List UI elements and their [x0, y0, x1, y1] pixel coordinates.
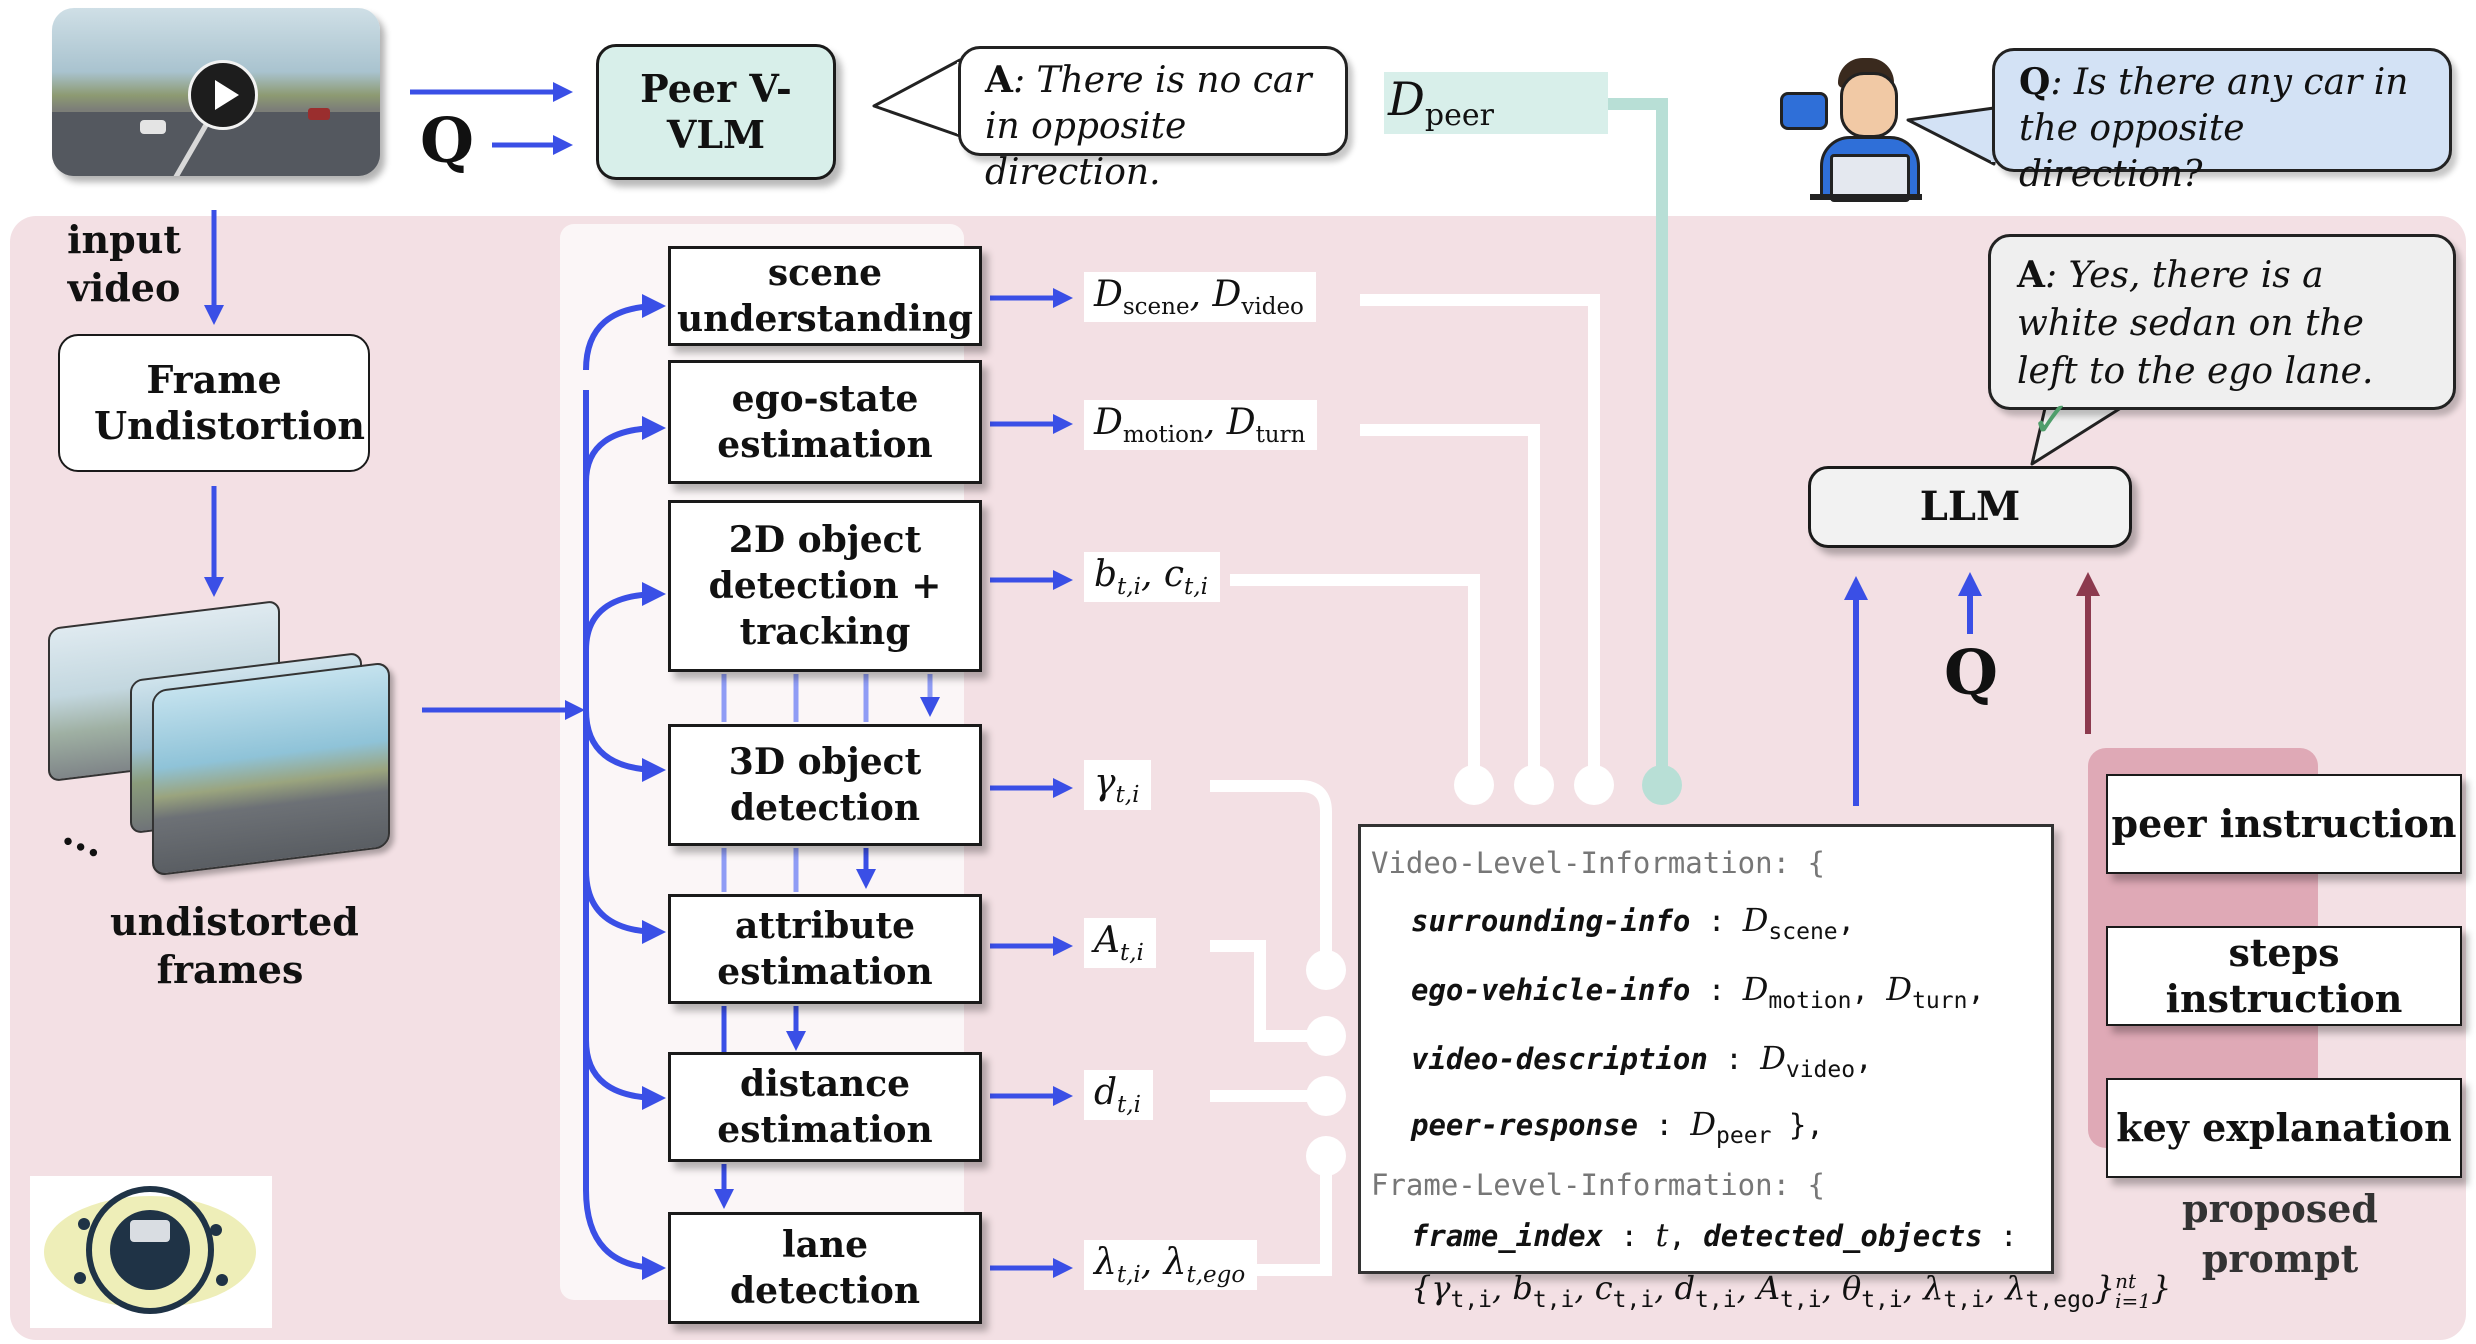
module-lane-detection: lane detection: [668, 1212, 982, 1324]
q-label-llm: Q: [1944, 636, 1999, 709]
peer-answer-bubble: A: There is no car in opposite direction…: [958, 46, 1348, 193]
peer-connector: [1604, 98, 1668, 785]
prompt-peer-instruction: peer instruction: [2106, 774, 2462, 874]
peer-response-line: peer-response : Dpeer },: [1411, 1105, 1824, 1149]
output-ego: Dmotion, Dturn: [1084, 400, 1318, 450]
output-2d-detection: bt,i, ct,i: [1084, 552, 1220, 602]
check-mark-icon: ✓: [2031, 392, 2072, 448]
user-avatar-icon: [1780, 58, 1922, 202]
output-connectors: [1210, 294, 1600, 1276]
proposed-prompt-label: proposed prompt: [2182, 1186, 2378, 1281]
video-description-line: video-description : Dvideo,: [1411, 1039, 1873, 1083]
detected-objects-set: {γt,i, bt,i, ct,i, dt,i, At,i, θt,i, λt,…: [1411, 1269, 2172, 1313]
module-distance-estimation: distance estimation: [668, 1052, 982, 1162]
llm-answer-bubble: A: Yes, there is a white sedan on the le…: [1988, 234, 2456, 444]
module-links-light: [721, 674, 940, 892]
output-lane: λt,i, λt,ego: [1084, 1240, 1258, 1290]
output-attribute: At,i: [1084, 918, 1156, 968]
d-peer-label: Dpeer: [1384, 72, 1608, 134]
input-video-thumbnail[interactable]: [52, 8, 380, 176]
module-3d-object-detection: 3D object detection: [668, 724, 982, 846]
prompt-steps-instruction: steps instruction: [2106, 926, 2462, 1026]
logo: [30, 1176, 272, 1328]
undistorted-frames-label: undistorted frames: [110, 899, 359, 992]
play-icon[interactable]: [188, 60, 258, 130]
output-arrows: [990, 288, 1073, 1278]
output-3d-detection: γt,i: [1084, 760, 1152, 810]
frame-index-line: frame_index : t, detected_objects :: [1411, 1216, 2018, 1254]
peer-connector-dot: [1642, 765, 1682, 805]
video-level-line: Video-Level-Information: {: [1371, 846, 1825, 880]
input-video-label: input video: [67, 217, 181, 310]
ego-vehicle-info-line: ego-vehicle-info : Dmotion, Dturn,: [1411, 970, 1985, 1014]
output-distance: dt,i: [1084, 1070, 1153, 1120]
information-box: Video-Level-Information: { surrounding-i…: [1358, 824, 2171, 1313]
fan-out-arrows: [583, 294, 666, 1280]
module-links: [714, 848, 876, 1209]
chat-icon: [1780, 92, 1828, 130]
module-ego-state-estimation: ego-state estimation: [668, 360, 982, 484]
q-label-top: Q: [420, 104, 475, 177]
prompt-key-explanation: key explanation: [2106, 1078, 2462, 1178]
module-2d-object-detection-tracking: 2D object detection + tracking: [668, 500, 982, 672]
frame-level-line: Frame-Level-Information: {: [1371, 1168, 1825, 1202]
peer-vlm-box: Peer V-VLM: [596, 44, 836, 180]
module-scene-understanding: scene understanding: [668, 246, 982, 346]
question-bubble: Q: Is there any car in the opposite dire…: [1992, 48, 2452, 195]
frame-undistortion-box: Frame Undistortion: [58, 334, 370, 472]
connector-dots: [1306, 765, 1614, 1176]
peer-bubble-tail: [872, 58, 962, 138]
llm-box: LLM: [1808, 466, 2132, 548]
output-scene: Dscene, Dvideo: [1084, 272, 1316, 322]
question-bubble-tail: [1906, 106, 1996, 166]
module-attribute-estimation: attribute estimation: [668, 894, 982, 1004]
surrounding-info-line: surrounding-info : Dscene,: [1411, 901, 1856, 945]
